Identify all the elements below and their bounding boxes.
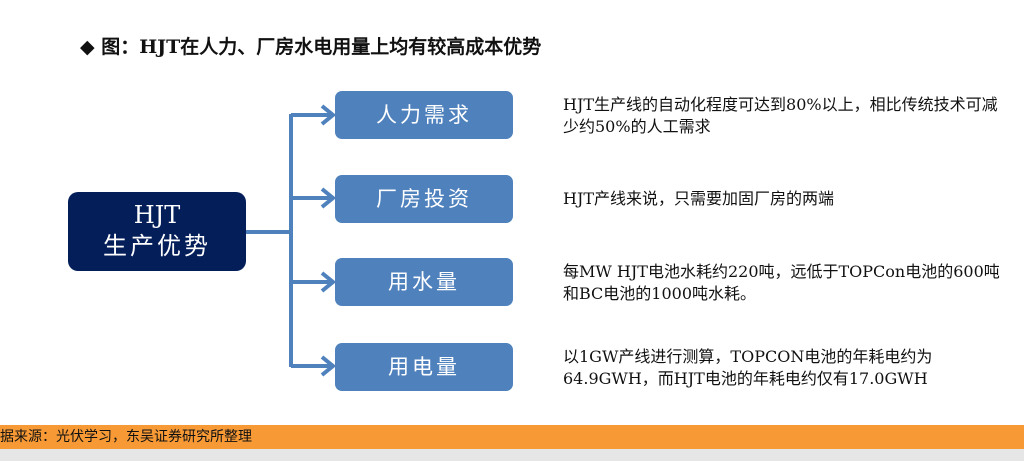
bottom-bar xyxy=(0,449,1024,461)
main-line2: 生产优势 xyxy=(103,232,211,260)
category-water: 用水量 xyxy=(335,258,513,306)
desc-water: 每MW HJT电池水耗约220吨，远低于TOPCon电池的600吨和BC电池的1… xyxy=(563,262,1000,303)
desc-electricity: 以1GW产线进行测算，TOPCON电池的年耗电约为64.9GWH，而HJT电池的… xyxy=(563,347,933,388)
source-text: 据来源：光伏学习，东吴证券研究所整理 xyxy=(0,429,252,445)
hjt-advantage-box: HJT 生产优势 xyxy=(68,192,246,271)
category-labor: 人力需求 xyxy=(335,91,513,139)
desc-plant-investment: HJT产线来说，只需要加固厂房的两端 xyxy=(563,189,835,208)
desc-labor: HJT生产线的自动化程度可达到80%以上，相比传统技术可减少约50%的人工需求 xyxy=(563,95,998,136)
source-footer: 据来源：光伏学习，东吴证券研究所整理 xyxy=(0,425,1024,449)
page-title: ◆ 图：HJT在人力、厂房水电用量上均有较高成本优势 xyxy=(80,36,542,58)
category-plant-investment: 厂房投资 xyxy=(335,175,513,223)
main-line1: HJT xyxy=(133,201,181,229)
category-electricity: 用电量 xyxy=(335,343,513,391)
